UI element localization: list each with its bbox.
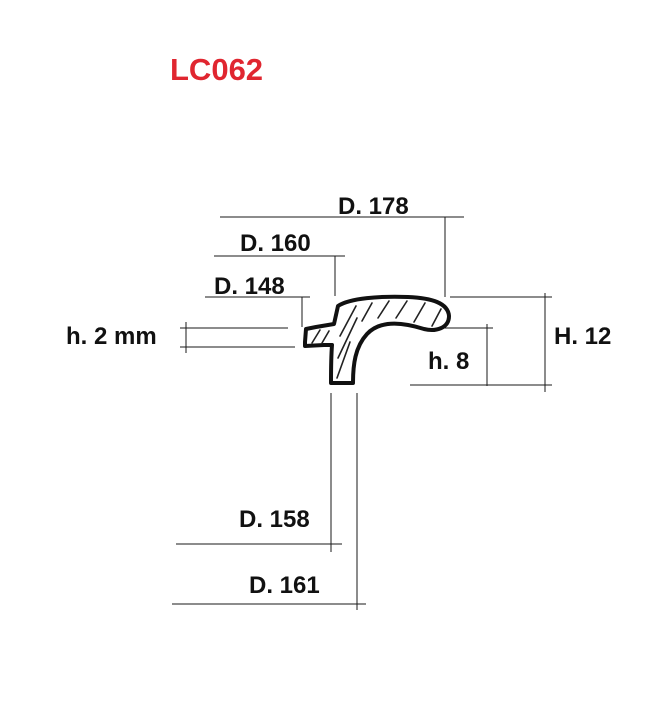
label-H12: H. 12 — [554, 323, 612, 350]
label-d178: D. 178 — [338, 193, 409, 220]
label-h2: h. 2 mm — [66, 323, 157, 350]
label-h8: h. 8 — [428, 348, 470, 375]
label-d161: D. 161 — [249, 572, 320, 599]
label-d148: D. 148 — [214, 273, 285, 300]
profile-section — [303, 294, 451, 385]
label-d158: D. 158 — [239, 506, 310, 533]
section-hatching — [311, 300, 442, 379]
profile-code-title: LC062 — [170, 52, 264, 87]
label-d160: D. 160 — [240, 230, 311, 257]
